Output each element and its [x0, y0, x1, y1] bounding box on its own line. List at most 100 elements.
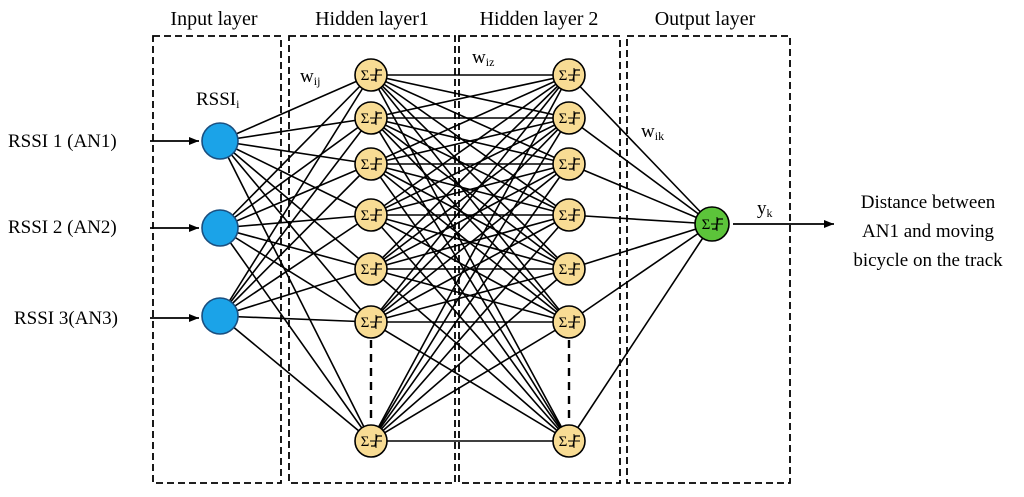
connection-input2-h1-1	[219, 74, 372, 229]
input-node-1	[201, 122, 239, 160]
weight-wij-base: w	[300, 66, 314, 87]
hidden1-neuron-1-sigma: Σ	[361, 68, 370, 84]
hidden2-neuron-2: Σ	[552, 101, 586, 135]
hidden1-neuron-5: Σ	[354, 252, 388, 286]
hidden-layer2-box	[458, 35, 621, 484]
connection-h1-7-h2-3	[370, 163, 570, 442]
connection-h2-2-output	[568, 117, 713, 225]
input-node-2	[201, 209, 239, 247]
input-label-1: RSSI 1 (AN1)	[8, 131, 117, 152]
connection-h1-4-h2-2	[370, 117, 570, 216]
connection-h1-5-h2-1	[370, 74, 570, 270]
connection-h1-5-h2-2	[370, 117, 570, 270]
connection-h2-5-output	[568, 223, 713, 270]
connection-h1-5-h2-3	[370, 163, 570, 270]
connection-h2-7-output	[568, 223, 713, 442]
connection-input2-h1-4	[219, 214, 372, 229]
output-text-1: Distance between	[861, 192, 996, 213]
input-label-2: RSSI 2 (AN2)	[8, 217, 117, 238]
weight-wij-sub: ij	[314, 74, 321, 88]
connection-h1-7-h2-4	[370, 214, 570, 442]
connection-h1-3-h2-1	[370, 74, 570, 165]
output-layer-title: Output layer	[655, 8, 756, 30]
connection-input2-h1-6	[219, 227, 372, 323]
input-node-3	[201, 297, 239, 335]
connection-h1-3-h2-2	[370, 117, 570, 165]
weight-wiz-sub: iz	[486, 55, 495, 69]
input-node-label-base: RSSI	[196, 89, 236, 110]
hidden2-neuron-2-sigma: Σ	[559, 111, 568, 127]
connection-h2-6-output	[568, 223, 713, 323]
connection-h1-7-h2-1	[370, 74, 570, 442]
connection-h1-7-h2-5	[370, 268, 570, 442]
hidden-layer2-title: Hidden layer 2	[480, 8, 599, 30]
connection-h1-6-h2-2	[370, 117, 570, 323]
output-neuron: Σ	[694, 206, 730, 242]
hidden2-neuron-5: Σ	[552, 252, 586, 286]
connection-input3-h1-3	[219, 163, 372, 317]
hidden1-neuron-6: Σ	[354, 305, 388, 339]
hidden-layer1-title: Hidden layer1	[315, 8, 429, 30]
connection-h2-3-output	[568, 163, 713, 225]
hidden1-neuron-7-sigma: Σ	[361, 434, 370, 450]
connection-input2-h1-2	[219, 117, 372, 229]
input-label-3: RSSI 3(AN3)	[14, 308, 118, 329]
connection-h1-6-h2-3	[370, 163, 570, 323]
hidden2-neuron-6-sigma: Σ	[559, 315, 568, 331]
connection-input1-h1-6	[219, 140, 372, 323]
input-node-label: RSSIi	[196, 89, 240, 111]
connection-h1-7-h2-6	[370, 321, 570, 442]
output-layer-box	[626, 35, 791, 484]
connection-input1-h1-4	[219, 140, 372, 216]
hidden2-neuron-7-sigma: Σ	[559, 434, 568, 450]
hidden2-neuron-5-sigma: Σ	[559, 262, 568, 278]
connection-h2-1-output	[568, 74, 713, 225]
hidden2-neuron-7: Σ	[552, 424, 586, 458]
hidden2-neuron-4: Σ	[552, 198, 586, 232]
output-neuron-sigma: Σ	[702, 217, 711, 233]
connection-h2-4-output	[568, 214, 713, 225]
connection-input3-h1-5	[219, 268, 372, 317]
hidden2-neuron-6: Σ	[552, 305, 586, 339]
hidden2-neuron-3-sigma: Σ	[559, 157, 568, 173]
weight-wiz-base: w	[472, 47, 486, 68]
hidden2-neuron-4-sigma: Σ	[559, 208, 568, 224]
hidden1-neuron-4: Σ	[354, 198, 388, 232]
output-text-3: bicycle on the track	[853, 250, 1003, 271]
hidden1-neuron-3: Σ	[354, 147, 388, 181]
hidden2-neuron-1: Σ	[552, 58, 586, 92]
input-node-label-sub: i	[236, 97, 240, 111]
weight-wik-sub: ik	[655, 129, 664, 143]
connection-h1-6-h2-4	[370, 214, 570, 323]
connection-input3-h1-2	[219, 117, 372, 317]
hidden1-neuron-3-sigma: Σ	[361, 157, 370, 173]
connection-input3-h1-6	[219, 315, 372, 323]
hidden1-neuron-4-sigma: Σ	[361, 208, 370, 224]
weight-wiz: wiz	[472, 47, 494, 69]
connection-input1-h1-1	[219, 74, 372, 142]
output-label-sub: k	[767, 206, 773, 220]
hidden1-neuron-1: Σ	[354, 58, 388, 92]
hidden2-neuron-1-sigma: Σ	[559, 68, 568, 84]
connection-input3-h1-4	[219, 214, 372, 317]
hidden1-neuron-6-sigma: Σ	[361, 315, 370, 331]
weight-wik: wik	[641, 121, 664, 143]
connection-input1-h1-2	[219, 117, 372, 142]
nodes: Σ Σ Σ Σ Σ Σ Σ Σ Σ Σ Σ Σ Σ Σ Σ	[201, 58, 730, 458]
hidden1-neuron-5-sigma: Σ	[361, 262, 370, 278]
connection-input3-h1-7	[219, 315, 372, 442]
input-layer-box	[152, 35, 282, 484]
output-text-2: AN1 and moving	[862, 221, 994, 242]
connection-h1-2-h2-1	[370, 74, 570, 119]
connection-h1-4-h2-1	[370, 74, 570, 216]
hidden1-neuron-7: Σ	[354, 424, 388, 458]
hidden1-neuron-2: Σ	[354, 101, 388, 135]
connection-h1-6-h2-5	[370, 268, 570, 323]
hidden1-neuron-2-sigma: Σ	[361, 111, 370, 127]
connection-input2-h1-7	[219, 227, 372, 442]
output-label: yk	[757, 198, 773, 220]
weight-wik-base: w	[641, 121, 655, 142]
inputs: RSSI 1 (AN1) RSSI 2 (AN2) RSSI 3(AN3)	[8, 131, 199, 329]
